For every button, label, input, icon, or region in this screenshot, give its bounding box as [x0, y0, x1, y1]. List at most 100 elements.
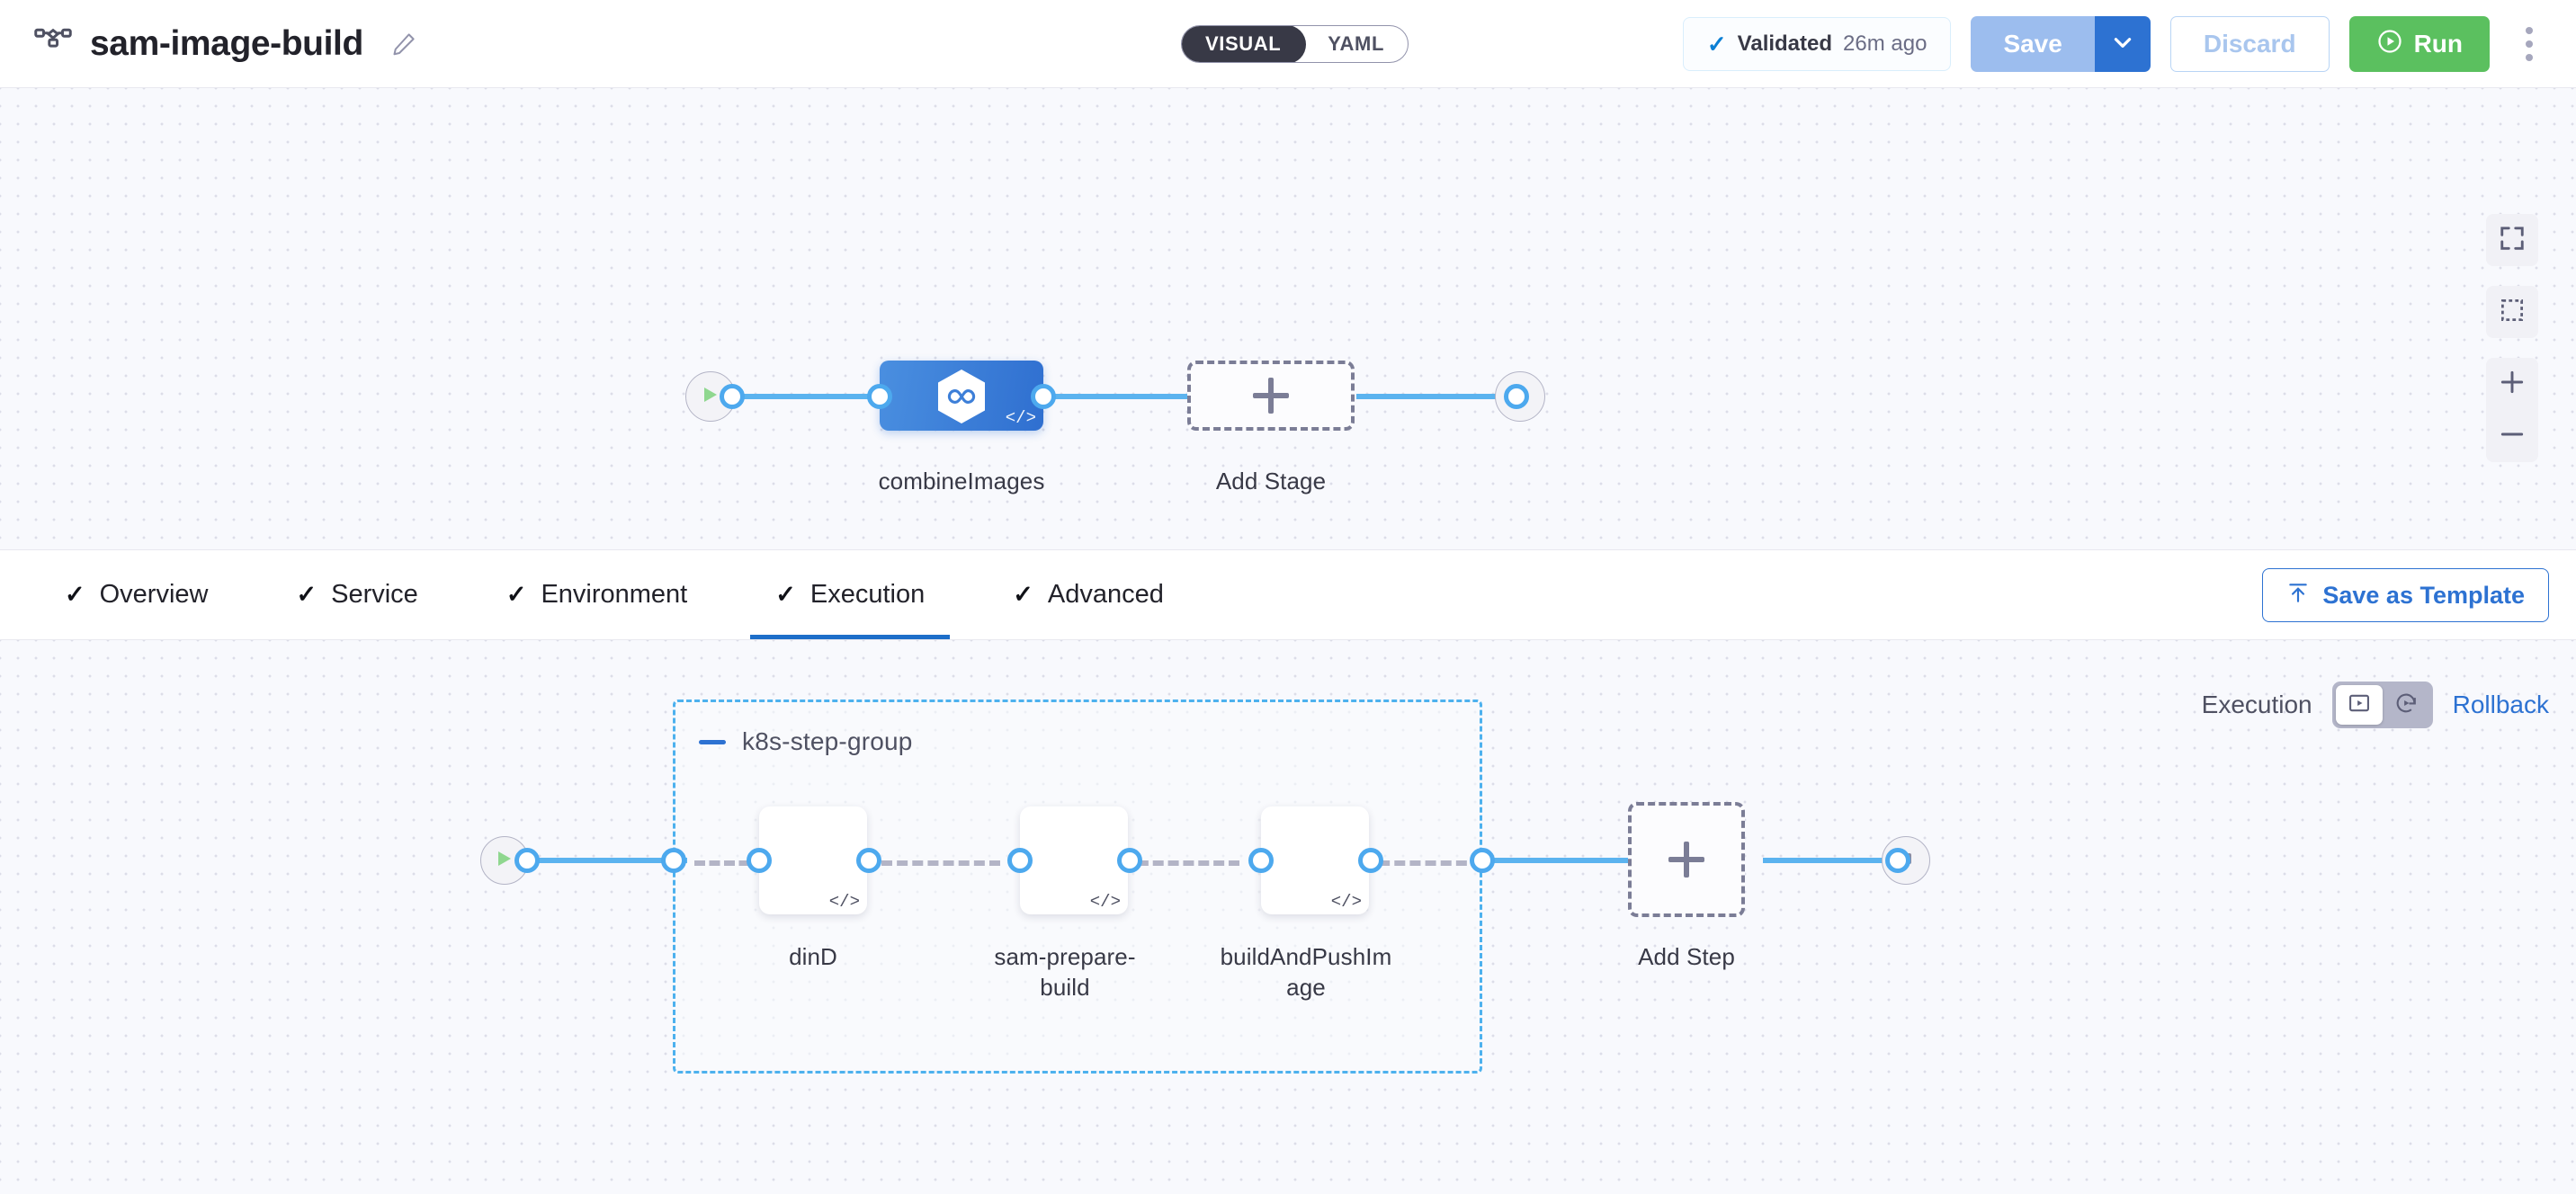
- save-button-group[interactable]: Save: [1971, 16, 2151, 72]
- kebab-menu-icon[interactable]: [2509, 16, 2549, 72]
- edge-group-to-addstep: [1482, 858, 1635, 863]
- tab-label: Service: [331, 580, 418, 609]
- tab-overview[interactable]: ✓ Overview: [40, 550, 233, 639]
- validated-label: Validated: [1737, 31, 1833, 56]
- toggle-execution[interactable]: [2335, 685, 2383, 725]
- check-icon: ✓: [775, 581, 796, 608]
- stage-output-port[interactable]: [1031, 384, 1056, 409]
- edge-addstep-to-end: [1763, 858, 1903, 863]
- play-icon: [701, 384, 720, 410]
- check-icon: ✓: [1013, 581, 1033, 608]
- zoom-in-icon: [2498, 368, 2527, 401]
- tab-environment[interactable]: ✓ Environment: [481, 550, 712, 639]
- stage-input-port[interactable]: [867, 384, 892, 409]
- save-dropdown-button[interactable]: [2094, 16, 2151, 72]
- fit-to-screen-icon: [2499, 225, 2526, 256]
- group-entry-port[interactable]: [661, 848, 686, 873]
- plus-icon: [1668, 842, 1704, 878]
- tab-execution[interactable]: ✓ Execution: [750, 550, 951, 639]
- run-label: Run: [2413, 30, 2463, 58]
- zoom-out-button[interactable]: [2486, 410, 2538, 462]
- execution-start-port[interactable]: [514, 848, 540, 873]
- end-input-port[interactable]: [1504, 384, 1529, 409]
- page-header: sam-image-build VISUAL YAML ✓ Validated …: [0, 0, 2576, 88]
- stage-yaml-badge: </>: [1005, 408, 1036, 428]
- step-yaml-badge: </>: [1089, 892, 1121, 912]
- validated-time: 26m ago: [1843, 31, 1928, 56]
- execution-rollback-switch: Execution: [2202, 682, 2549, 728]
- build-input-port[interactable]: [1248, 848, 1274, 873]
- execution-end-port[interactable]: [1885, 848, 1910, 873]
- save-button[interactable]: Save: [1971, 16, 2095, 72]
- build-output-port[interactable]: [1358, 848, 1383, 873]
- rollback-switch-label: Rollback: [2452, 691, 2549, 718]
- step-yaml-badge: </>: [828, 892, 860, 912]
- toggle-visual[interactable]: VISUAL: [1182, 26, 1306, 62]
- zoom-buttons: [2486, 358, 2538, 462]
- execution-graph-canvas[interactable]: Execution: [0, 640, 2576, 1194]
- harness-ci-hexagon-icon: [935, 369, 988, 423]
- add-stage-button[interactable]: [1187, 361, 1355, 431]
- execution-play-box-icon: [2347, 691, 2372, 720]
- tab-label: Overview: [99, 580, 209, 609]
- edge-dind-to-prepare: [881, 860, 1000, 866]
- discard-button[interactable]: Discard: [2169, 16, 2330, 72]
- chevron-down-icon: [2111, 31, 2134, 58]
- exec-rollback-toggle[interactable]: [2331, 682, 2433, 728]
- step-node-sam-prepare-build[interactable]: </>: [1020, 806, 1128, 914]
- select-area-button[interactable]: [2486, 286, 2538, 338]
- plus-icon: [1253, 378, 1289, 414]
- check-icon: ✓: [296, 581, 318, 608]
- play-icon: [495, 848, 514, 874]
- stage-node-label: combineImages: [878, 468, 1045, 495]
- toggle-rollback[interactable]: [2383, 685, 2429, 725]
- toggle-yaml[interactable]: YAML: [1328, 32, 1384, 55]
- template-upload-icon: [2286, 581, 2310, 610]
- zoom-in-button[interactable]: [2486, 358, 2538, 410]
- stage-node-combineimages[interactable]: </>: [880, 361, 1043, 431]
- page-title: sam-image-build: [90, 23, 363, 63]
- step-label-line1: buildAndPushIm: [1220, 943, 1392, 970]
- edge-stage-to-addstage: [1043, 394, 1187, 399]
- fit-to-screen-button[interactable]: [2486, 214, 2538, 266]
- step-label-sam-prepare-build: sam-prepare- build: [957, 941, 1173, 1003]
- step-node-buildandpushimage[interactable]: </>: [1261, 806, 1369, 914]
- prepare-input-port[interactable]: [1007, 848, 1033, 873]
- add-step-label: Add Step: [1638, 943, 1735, 970]
- zoom-out-icon: [2498, 420, 2527, 453]
- dind-input-port[interactable]: [747, 848, 772, 873]
- add-stage-label: Add Stage: [1215, 468, 1327, 495]
- stage-config-tabs: ✓ Overview ✓ Service ✓ Environment ✓ Exe…: [0, 549, 2576, 640]
- tab-label: Environment: [541, 580, 688, 609]
- tab-label: Execution: [809, 580, 926, 609]
- dind-output-port[interactable]: [856, 848, 881, 873]
- execution-switch-label: Execution: [2201, 691, 2312, 718]
- execution-start-node[interactable]: [480, 836, 529, 885]
- start-output-port[interactable]: [720, 384, 745, 409]
- edge-start-to-group: [527, 858, 687, 863]
- header-left-cluster: sam-image-build: [0, 24, 417, 64]
- step-label-line2: build: [1040, 974, 1090, 1002]
- step-group-header[interactable]: k8s-step-group: [699, 727, 913, 756]
- edge-addstage-to-end: [1356, 394, 1516, 399]
- save-as-template-button[interactable]: Save as Template: [2262, 568, 2549, 622]
- prepare-output-port[interactable]: [1117, 848, 1142, 873]
- group-exit-port[interactable]: [1470, 848, 1495, 873]
- run-button[interactable]: Run: [2348, 16, 2490, 72]
- visual-yaml-toggle[interactable]: VISUAL YAML: [1181, 25, 1409, 63]
- edge-build-to-group-exit: [1364, 860, 1482, 866]
- minus-collapse-icon[interactable]: [699, 739, 726, 744]
- check-icon: ✓: [1706, 31, 1727, 58]
- tab-service[interactable]: ✓ Service: [271, 550, 443, 639]
- tab-advanced[interactable]: ✓ Advanced: [988, 550, 1189, 639]
- add-step-button[interactable]: [1628, 802, 1745, 917]
- save-as-template-label: Save as Template: [2322, 581, 2525, 609]
- pencil-edit-icon[interactable]: [381, 31, 417, 58]
- stage-graph-canvas[interactable]: </> combineImages Add Stage: [0, 88, 2576, 549]
- step-node-dind[interactable]: </>: [759, 806, 867, 914]
- edge-group-entry: [694, 860, 765, 866]
- canvas-zoom-tools: [2486, 214, 2538, 462]
- tab-label: Advanced: [1047, 580, 1164, 609]
- status-badge: ✓ Validated 26m ago: [1682, 17, 1952, 71]
